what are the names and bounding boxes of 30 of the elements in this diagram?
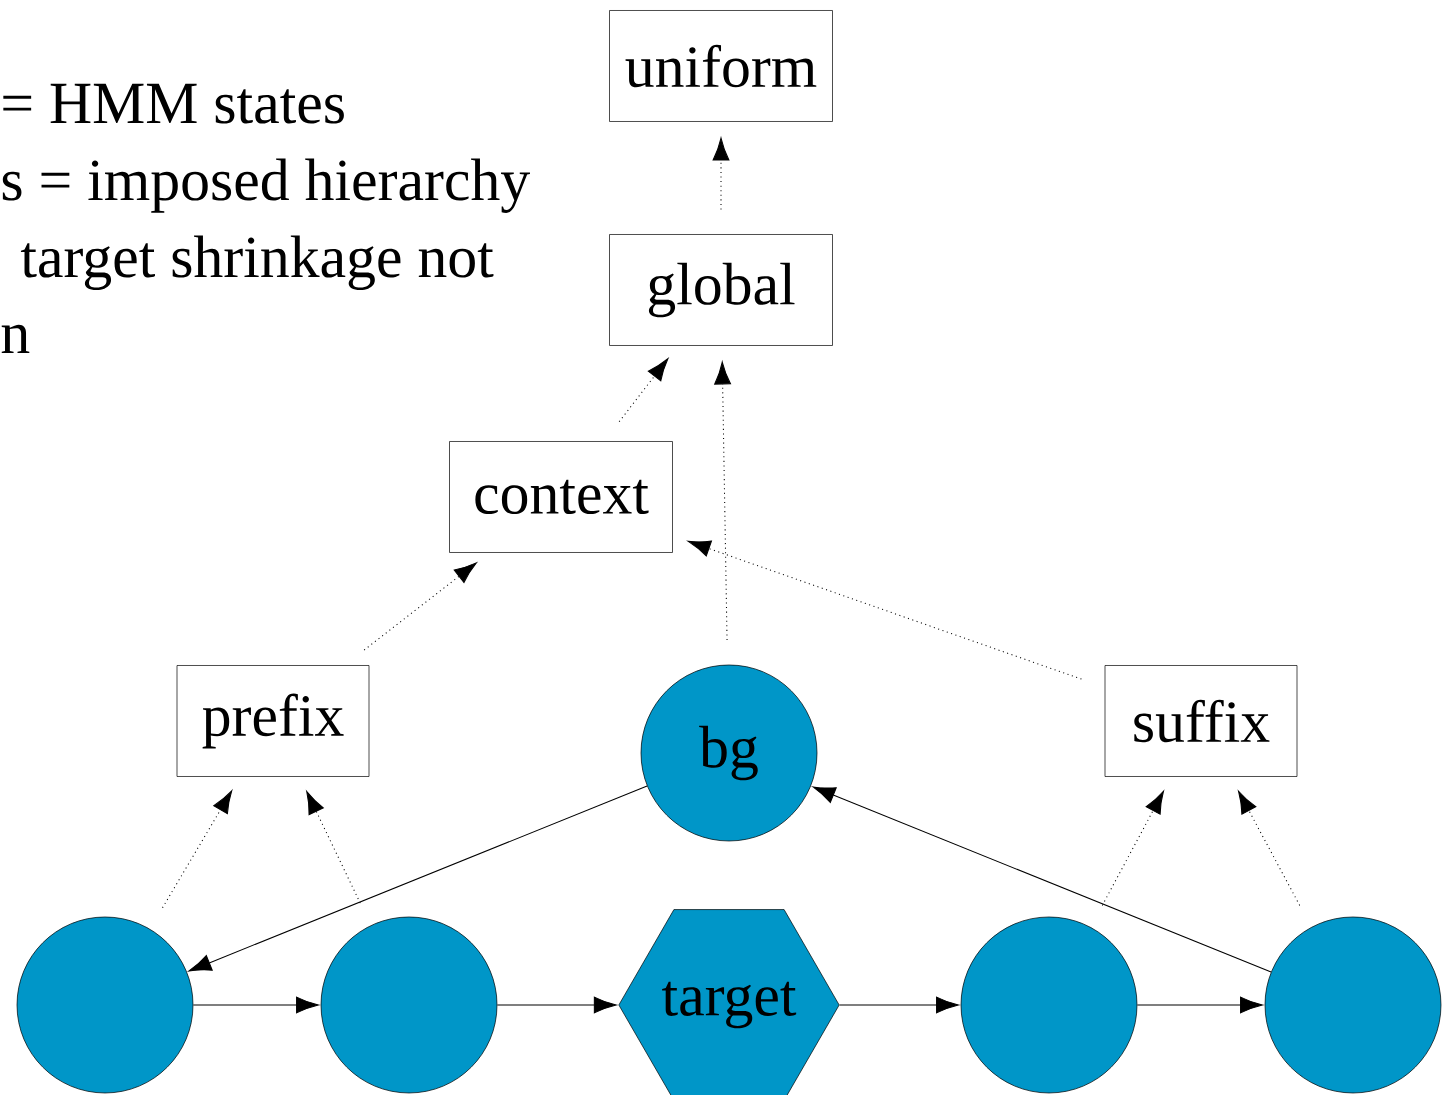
note-text: target shrinkage not — [20, 235, 494, 290]
arrow — [687, 540, 1082, 680]
arrow — [1136, 996, 1263, 1014]
label-box: suffix — [1104, 665, 1298, 777]
arrow — [496, 996, 617, 1014]
circle-node: bg — [640, 664, 818, 842]
arrow — [839, 996, 959, 1014]
arrow — [712, 137, 730, 211]
circle-node — [320, 916, 498, 1094]
arrow — [363, 562, 477, 651]
arrow — [188, 785, 648, 972]
hexagon-node: target — [618, 909, 840, 1095]
label-box: prefix — [176, 665, 370, 777]
note-text: s = imposed hierarchy — [2, 158, 530, 213]
circle-node — [960, 916, 1138, 1094]
arrow — [618, 358, 669, 423]
label-box: uniform — [609, 10, 833, 122]
arrow — [1101, 790, 1164, 906]
label-box: context — [449, 441, 673, 553]
note-text: = HMM states — [3, 83, 344, 124]
circle-node — [16, 916, 194, 1094]
circle-node — [1264, 916, 1442, 1094]
label-box: global — [609, 234, 833, 346]
arrow — [306, 791, 361, 904]
arrow — [812, 786, 1272, 973]
note-text: n — [1, 324, 30, 353]
arrow — [162, 790, 233, 909]
arrow — [714, 361, 732, 641]
arrow — [1238, 790, 1301, 906]
arrow — [192, 996, 319, 1014]
